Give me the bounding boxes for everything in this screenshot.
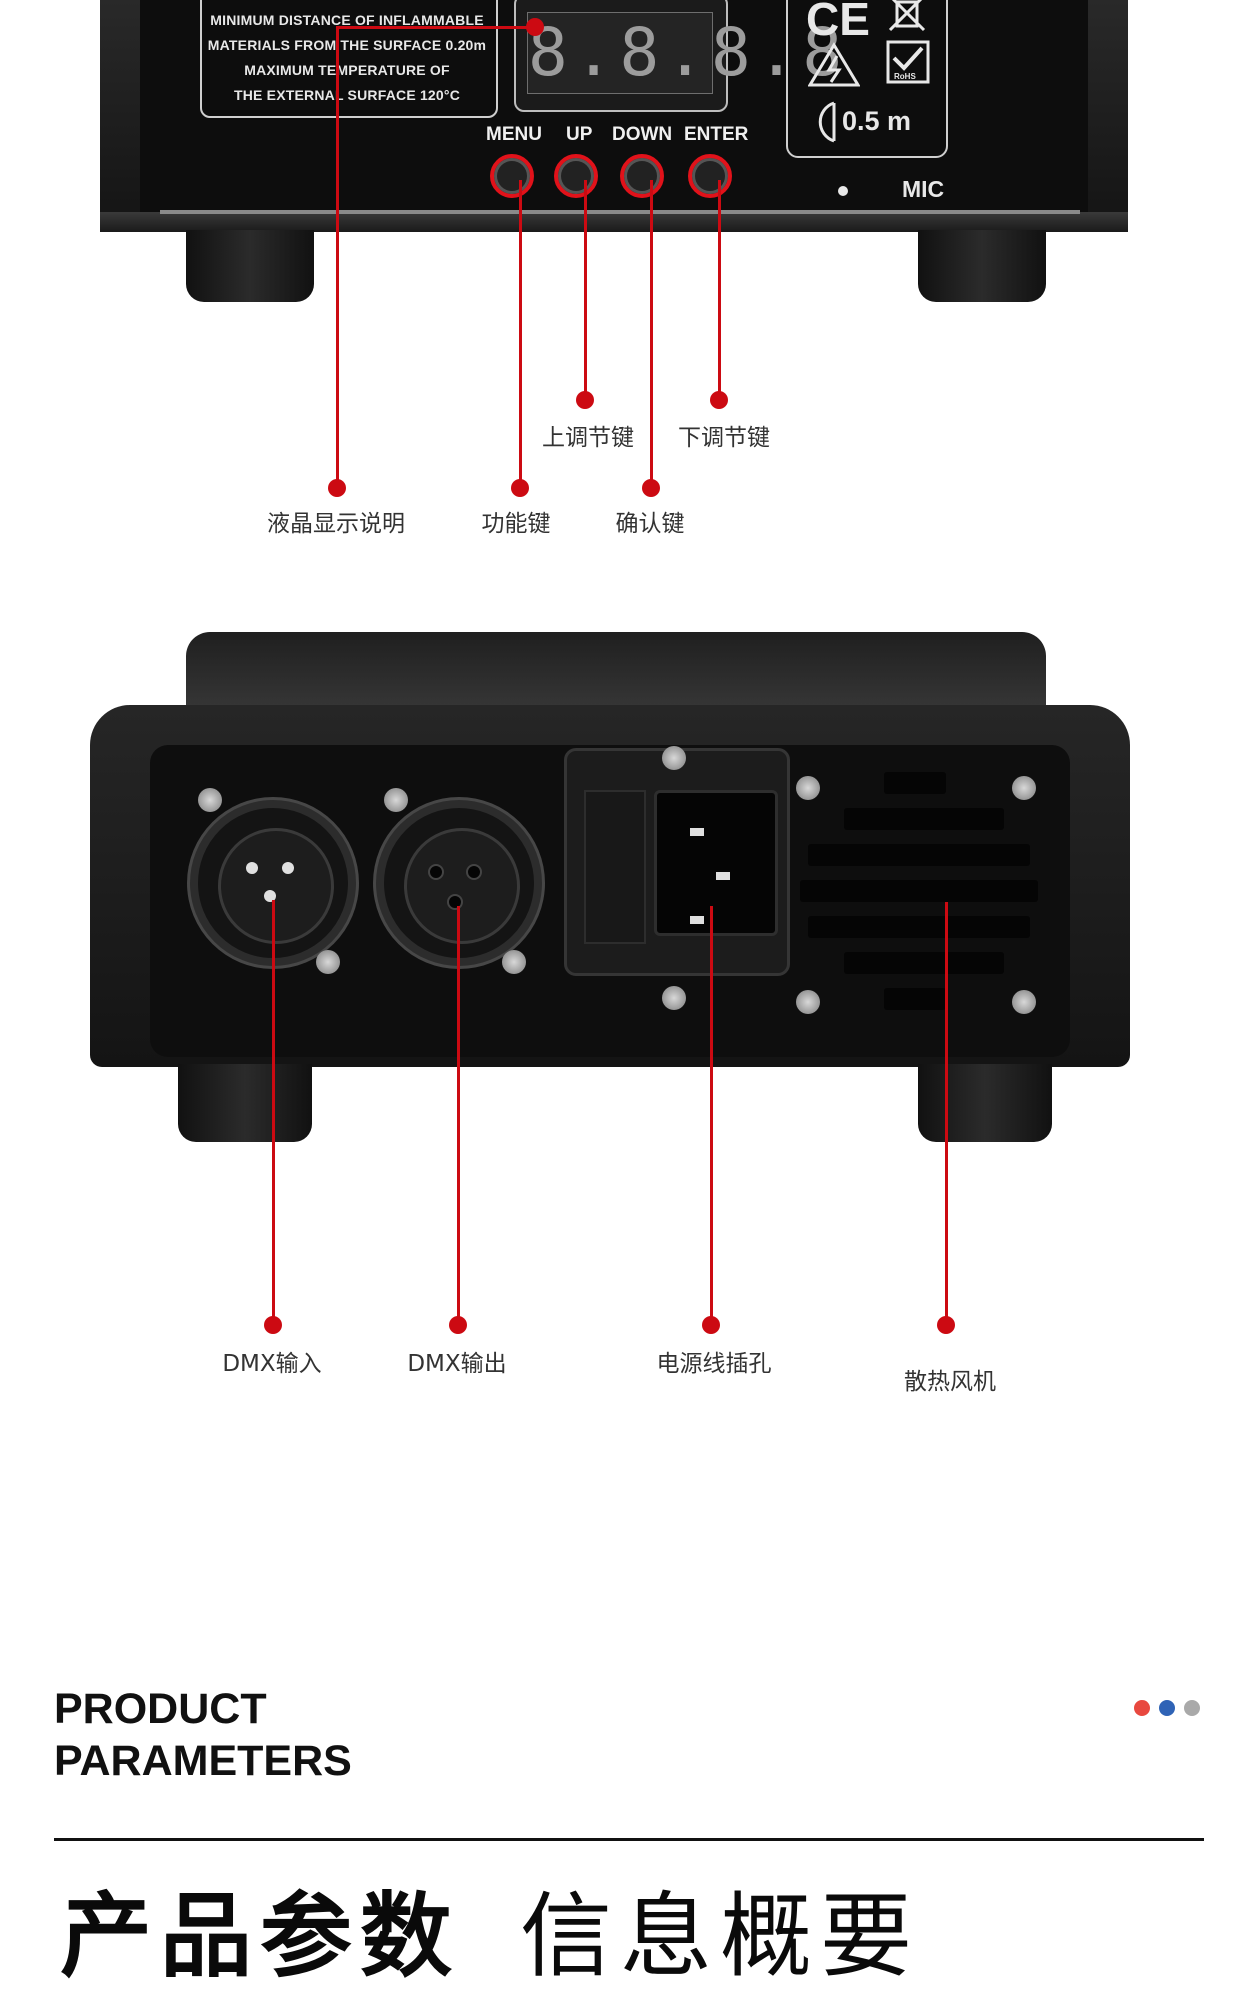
screw-icon <box>662 746 686 770</box>
screw-icon <box>316 950 340 974</box>
screw-icon <box>662 986 686 1010</box>
high-voltage-warning-icon <box>808 42 860 87</box>
callout-dot-dmx-out <box>449 1316 467 1334</box>
callout-line-display-horizontal <box>336 26 536 29</box>
up-button-label: UP <box>566 124 593 145</box>
callout-dot-enter <box>710 391 728 409</box>
callout-dot-power <box>702 1316 720 1334</box>
screw-icon <box>796 776 820 800</box>
power-pin <box>716 872 730 880</box>
menu-button[interactable] <box>490 154 534 198</box>
enter-button-label: ENTER <box>684 124 749 145</box>
housing-foot-right <box>918 230 1046 302</box>
warning-label-box <box>200 0 498 118</box>
callout-dot-dmx-in <box>264 1316 282 1334</box>
fan-vent-slot <box>808 844 1030 866</box>
dmx-output-socket <box>466 864 482 880</box>
section-title-line-1: PRODUCT <box>54 1685 267 1733</box>
callout-label-confirm-key: 确认键 <box>615 511 685 537</box>
dmx-input-pin <box>264 890 276 902</box>
down-button-label: DOWN <box>612 124 673 145</box>
callout-dot-down <box>642 479 660 497</box>
callout-line-up <box>584 180 587 400</box>
warning-line-4: THE EXTERNAL SURFACE 120°C <box>233 87 461 103</box>
screw-icon <box>1012 990 1036 1014</box>
callout-label-function-key: 功能键 <box>481 511 551 537</box>
pager-dot-3 <box>1184 1700 1200 1716</box>
callout-dot-up <box>576 391 594 409</box>
callout-label-down-key: 下调节键 <box>678 425 770 451</box>
fan-vent-slot <box>884 772 946 794</box>
screw-icon <box>384 788 408 812</box>
section-title-chinese-light: 信息概要 <box>520 1883 921 1990</box>
lamp-distance-icon <box>818 101 836 143</box>
callout-dot-menu <box>511 479 529 497</box>
rear-foot-left <box>178 1064 312 1142</box>
menu-button-label: MENU <box>486 124 542 145</box>
callout-line-dmx-out <box>457 906 460 1324</box>
housing-trim-strip <box>160 210 1080 214</box>
dmx-input-pin <box>282 862 294 874</box>
dmx-output-socket <box>428 864 444 880</box>
screw-icon <box>198 788 222 812</box>
mic-label: MIC <box>902 176 945 202</box>
callout-label-power-socket: 电源线插孔 <box>656 1351 772 1377</box>
fan-vent-slot <box>808 916 1030 938</box>
mic-hole <box>838 186 848 196</box>
rear-foot-right <box>918 1064 1052 1142</box>
screw-icon <box>502 950 526 974</box>
callout-line-fan <box>945 902 948 1324</box>
power-pin <box>690 916 704 924</box>
warning-line-2: MATERIALS FROM THE SURFACE 0.20m <box>207 37 487 53</box>
warning-line-1: MINIMUM DISTANCE OF INFLAMMABLE <box>210 12 484 28</box>
rohs-check-icon <box>886 40 930 84</box>
dmx-input-insert <box>218 828 334 944</box>
dmx-output-insert <box>404 828 520 944</box>
enter-button[interactable] <box>688 154 732 198</box>
callout-label-display: 液晶显示说明 <box>267 511 405 537</box>
callout-line-power <box>710 906 713 1324</box>
screw-icon <box>796 990 820 1014</box>
callout-line-dmx-in <box>272 900 275 1324</box>
section-title-english: PRODUCT PARAMETERS <box>54 1683 352 1787</box>
min-distance-text: 0.5 m <box>842 106 912 136</box>
fan-vent-slot <box>844 952 1004 974</box>
dmx-input-pin <box>246 862 258 874</box>
dmx-output-socket <box>447 894 463 910</box>
ce-mark: CE <box>806 0 870 45</box>
power-socket[interactable] <box>654 790 778 936</box>
fuse-holder[interactable] <box>584 790 646 944</box>
callout-line-enter <box>718 180 721 400</box>
screw-icon <box>1012 776 1036 800</box>
fan-vent-slot <box>884 988 946 1010</box>
power-pin <box>690 828 704 836</box>
fan-vent-slot <box>844 808 1004 830</box>
callout-dot-display-origin <box>526 18 544 36</box>
pager-dot-2 <box>1159 1700 1175 1716</box>
warning-line-3: MAXIMUM TEMPERATURE OF <box>244 62 450 78</box>
callout-line-display <box>336 26 339 488</box>
callout-label-dmx-input: DMX输入 <box>222 1351 322 1377</box>
fan-vent-slot <box>800 880 1038 902</box>
callout-label-dmx-output: DMX输出 <box>407 1351 507 1377</box>
housing-bottom-edge <box>100 212 1128 232</box>
callout-label-cooling-fan: 散热风机 <box>904 1369 996 1395</box>
led-display-readout: 8.8.8.8 <box>527 12 842 94</box>
callout-dot-fan <box>937 1316 955 1334</box>
certification-mark-box <box>786 0 948 158</box>
section-title-line-2: PARAMETERS <box>54 1737 352 1785</box>
pager-dot-1 <box>1134 1700 1150 1716</box>
callout-line-menu <box>519 180 522 488</box>
up-button[interactable] <box>554 154 598 198</box>
section-title-chinese-bold: 产品参数 <box>60 1883 461 1990</box>
down-button[interactable] <box>620 154 664 198</box>
housing-foot-left <box>186 230 314 302</box>
callout-line-down <box>650 180 653 488</box>
callout-dot-display <box>328 479 346 497</box>
bin-crossed-icon <box>888 0 926 32</box>
section-divider <box>54 1838 1204 1841</box>
rohs-mark-text: RoHS <box>894 72 916 81</box>
callout-label-up-key: 上调节键 <box>542 425 634 451</box>
